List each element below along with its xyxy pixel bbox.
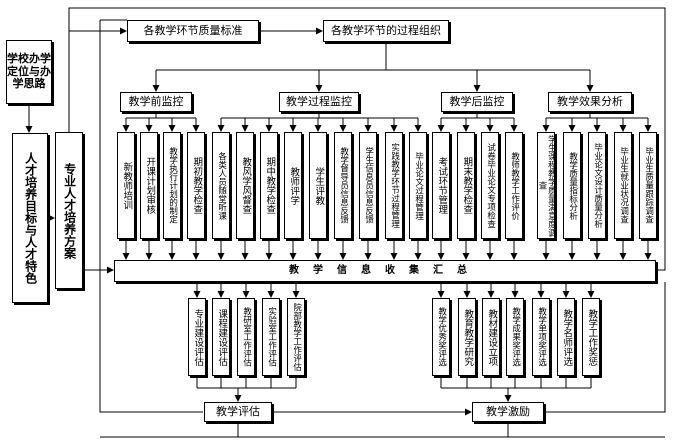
process-item-8: 毕业论文过程管理: [409, 132, 427, 239]
program-plan-box: 专业人才培养方案: [55, 132, 83, 289]
pre-item-2: 教学执行计划的制定: [163, 132, 181, 239]
incentive-item-3: 教学成果奖评选: [506, 298, 524, 376]
post-item-2: 试卷毕业论文专项检查: [481, 132, 499, 239]
incentive-item-5: 教学名师评选: [557, 298, 575, 376]
effect-item-2: 毕业论文设计质量分析: [588, 132, 606, 239]
eval-item-3: 实验室工作评估: [262, 298, 280, 376]
teaching-effect-analysis: 教学效果分析: [548, 92, 632, 112]
teaching-process-monitoring: 教学过程监控: [279, 92, 359, 112]
process-item-0: 各类人员随堂听课: [212, 132, 230, 239]
process-item-4: 学生评教: [309, 132, 327, 239]
effect-item-0: 学生课程教学质量满意度调查: [537, 132, 556, 239]
incentive-item-2: 教材建设立项: [482, 298, 500, 376]
post-item-3: 教师教学工作评价: [505, 132, 523, 239]
effect-item-1: 教学质量指标分析: [563, 132, 581, 239]
post-teaching-monitoring: 教学后监控: [441, 92, 513, 112]
process-item-6: 学生信息员信息反馈: [359, 132, 377, 239]
incentive-item-0: 教学优秀奖评选: [432, 298, 450, 376]
process-item-5: 教学督导员信息反馈: [334, 132, 352, 239]
incentive-item-4: 教学单项奖评选: [532, 298, 550, 376]
eval-item-2: 教研室工作评估: [237, 298, 255, 376]
pre-item-3: 期初教学检查: [187, 132, 205, 239]
process-item-7: 实践教学环节过程管理: [385, 132, 403, 239]
teaching-incentive-box: 教学激励: [472, 402, 544, 422]
effect-item-4: 毕业生质量跟踪调查: [639, 132, 657, 239]
eval-item-4: 院部教学工作评估: [287, 298, 305, 376]
process-item-1: 教风学风督查: [236, 132, 254, 239]
incentive-item-1: 教育教学研究: [458, 298, 476, 376]
process-item-2: 期中教学检查: [260, 132, 278, 239]
quality-standard-box: 各教学环节质量标准: [127, 20, 259, 42]
info-collection-bar: 教学信息收集汇总: [114, 260, 656, 282]
incentive-item-6: 教学工作奖惩: [582, 298, 600, 376]
teaching-evaluation-box: 教学评估: [204, 402, 272, 422]
pre-item-1: 开课计划审核: [140, 132, 158, 239]
eval-item-0: 专业建设评估: [188, 298, 206, 376]
post-item-1: 期末教学检查: [457, 132, 475, 239]
school-positioning-box: 学校办学定位与办学思路: [6, 40, 52, 104]
effect-item-3: 毕业生就业状况调查: [614, 132, 632, 239]
process-organization-box: 各教学环节的过程组织: [323, 20, 449, 42]
process-item-3: 教师评学: [284, 132, 302, 239]
pre-item-0: 新教师培训: [117, 132, 135, 239]
pre-teaching-monitoring: 教学前监控: [120, 92, 192, 112]
post-item-0: 考试环节管理: [432, 132, 450, 239]
talent-goals-box: 人才培养目标与人才特色: [12, 133, 48, 303]
eval-item-1: 课程建设评估: [212, 298, 230, 376]
